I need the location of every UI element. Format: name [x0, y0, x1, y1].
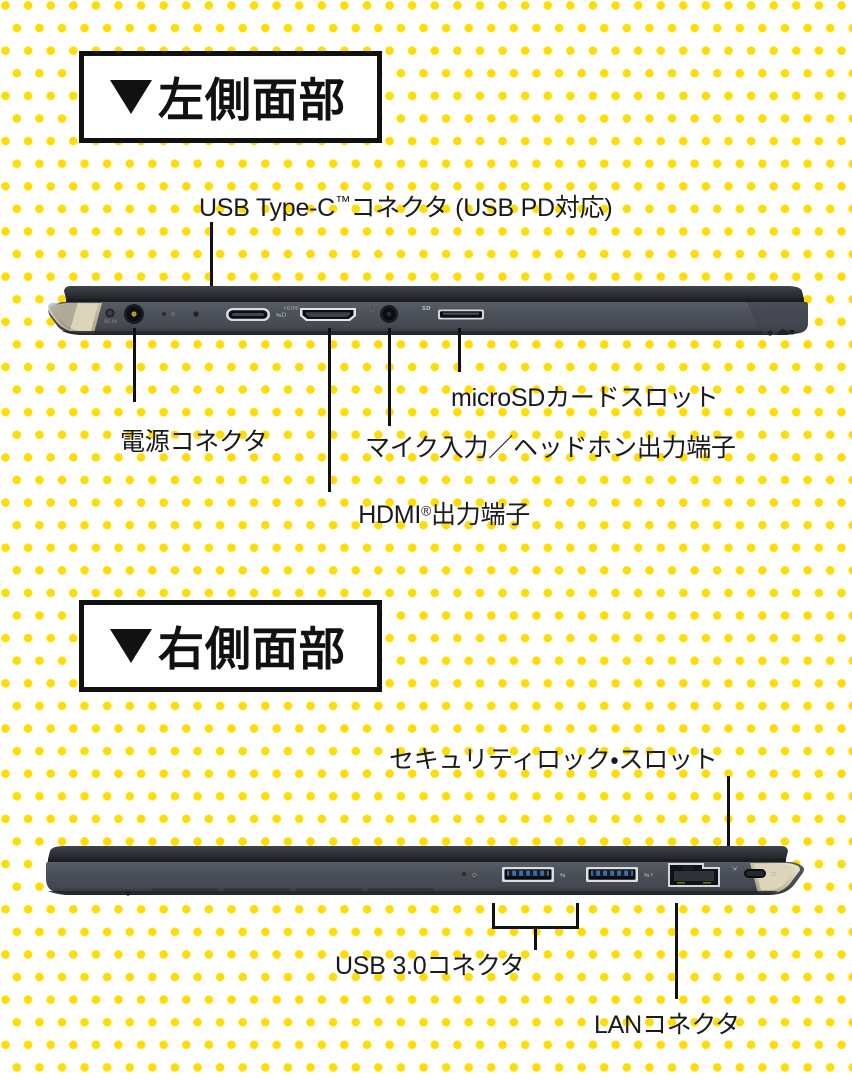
leader-usb-left-tick [492, 903, 495, 928]
label-hdmi-main: HDMI [358, 501, 422, 529]
rj45-lan-port [668, 863, 720, 887]
leader-power-connector [133, 328, 136, 402]
laptop-right-side-view: ⏻ ⇆ [44, 843, 808, 905]
vent-slots [152, 888, 434, 891]
svg-text:🎧: 🎧 [368, 305, 375, 313]
section-title-right: 右側面部 [158, 623, 346, 675]
security-lock-slot-port: ᗄ ⊡ [732, 866, 776, 878]
section-header-right-side: 右側面部 [79, 600, 382, 692]
label-mic-headphone: マイク入力／ヘッドホン出力端子 [365, 434, 736, 462]
leader-usb-type-c [210, 222, 213, 302]
triangle-marker-icon-2 [110, 629, 152, 663]
label-usb-type-c-rest: コネクタ (USB PD対応) [350, 194, 613, 222]
power-dc-icon-group: DC IN [104, 308, 117, 325]
leader-hdmi [328, 328, 331, 492]
leader-lan [675, 903, 678, 999]
label-power-connector: 電源コネクタ [120, 428, 268, 456]
label-hdmi-rest: 出力端子 [430, 501, 530, 529]
svg-text:⇆: ⇆ [560, 871, 566, 879]
headset-jack-port: 🎧 [368, 305, 398, 323]
laptop-left-side-view: DC IN ⏻ ⇆D HDMI [44, 283, 808, 345]
svg-text:⏻: ⏻ [472, 872, 477, 879]
svg-text:⏻: ⏻ [171, 312, 175, 318]
svg-text:SD: SD [422, 306, 431, 312]
triangle-marker-icon [110, 80, 152, 114]
label-usb30: USB 3.0コネクタ [335, 952, 525, 980]
label-hdmi: HDMI®出力端子 [358, 495, 530, 531]
hdmi-port: HDMI [284, 306, 356, 321]
leader-microsd [458, 328, 461, 372]
trademark-symbol: ™ [334, 193, 351, 211]
power-connector-port [124, 304, 144, 324]
svg-text:⊡: ⊡ [771, 871, 776, 878]
label-usb-type-c: USB Type-C™コネクタ (USB PD対応) [199, 188, 613, 224]
section-header-left-side: 左側面部 [79, 51, 382, 143]
section-title-left: 左側面部 [158, 74, 346, 126]
svg-text:ᗄ: ᗄ [732, 866, 738, 873]
leader-security-lock [727, 776, 730, 858]
svg-text:HDMI: HDMI [284, 306, 299, 312]
label-usb-type-c-main: USB Type-C [199, 194, 335, 222]
usb-type-c-port [226, 308, 270, 321]
usb-a-port-1 [502, 867, 554, 882]
leader-mic-headphone [388, 328, 391, 426]
registered-symbol: ® [421, 503, 431, 519]
label-lan: LANコネクタ [594, 1011, 740, 1039]
svg-text:⇆D: ⇆D [276, 311, 286, 319]
label-microsd: microSDカードスロット [451, 384, 719, 412]
svg-text:DC IN: DC IN [104, 319, 117, 325]
microsd-slot-port: SD [422, 306, 484, 320]
usb-a-port-2 [586, 867, 638, 882]
leader-usb-right-tick [576, 903, 579, 928]
leader-usb-stem [534, 926, 537, 950]
label-security-lock: セキュリティロック・スロット [389, 746, 718, 774]
svg-text:⇆⚡: ⇆⚡ [644, 871, 654, 879]
